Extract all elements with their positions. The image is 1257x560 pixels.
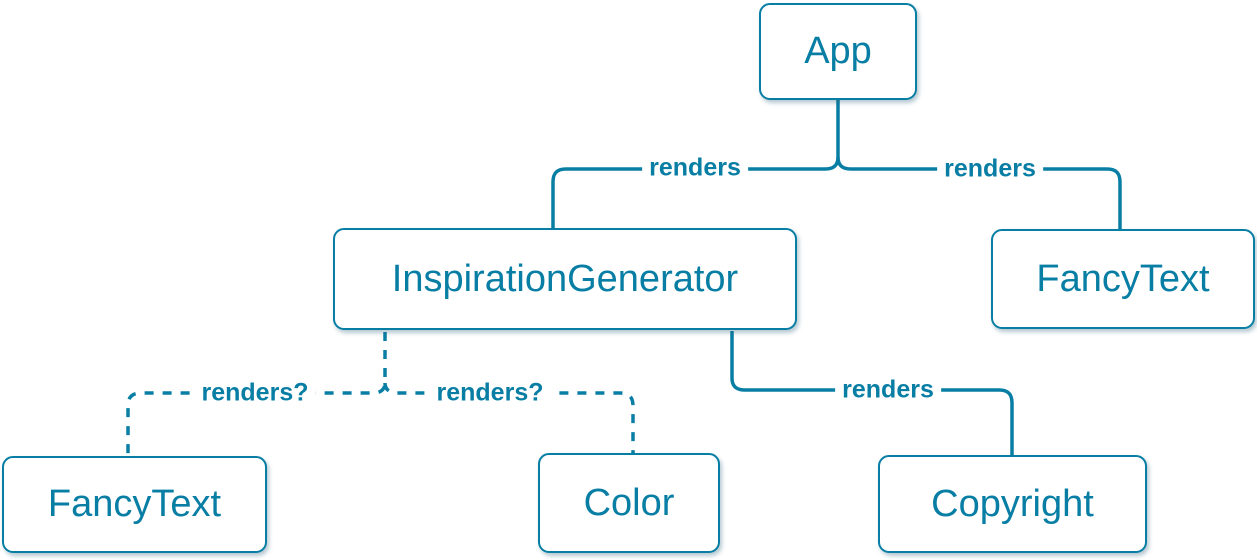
node-inspiration-generator-label: InspirationGenerator [391, 257, 739, 300]
edge-label-renders-q-color: renders? [429, 378, 551, 408]
node-app-label: App [804, 30, 872, 72]
node-copyright: Copyright [878, 455, 1147, 553]
node-color: Color [538, 453, 720, 553]
edge-label-renders-app-inspirationgenerator: renders [642, 153, 748, 183]
edge-label-renders-app-fancytext: renders [937, 154, 1043, 184]
node-inspiration-generator: InspirationGenerator [333, 228, 797, 330]
edge-inspirationgenerator-color-line [383, 382, 635, 454]
node-fancy-text-left: FancyText [2, 456, 267, 553]
edge-app-fancytext-line [836, 156, 1122, 230]
node-fancy-text-left-label: FancyText [47, 483, 222, 525]
node-copyright-label: Copyright [931, 482, 1094, 525]
edge-label-renders-copyright: renders [835, 375, 941, 405]
node-color-label: Color [583, 481, 675, 524]
node-fancy-text-right: FancyText [991, 229, 1255, 329]
node-fancy-text-right-label: FancyText [1036, 257, 1210, 300]
node-app: App [759, 3, 917, 100]
edge-label-renders-q-fancytext: renders? [194, 378, 316, 408]
